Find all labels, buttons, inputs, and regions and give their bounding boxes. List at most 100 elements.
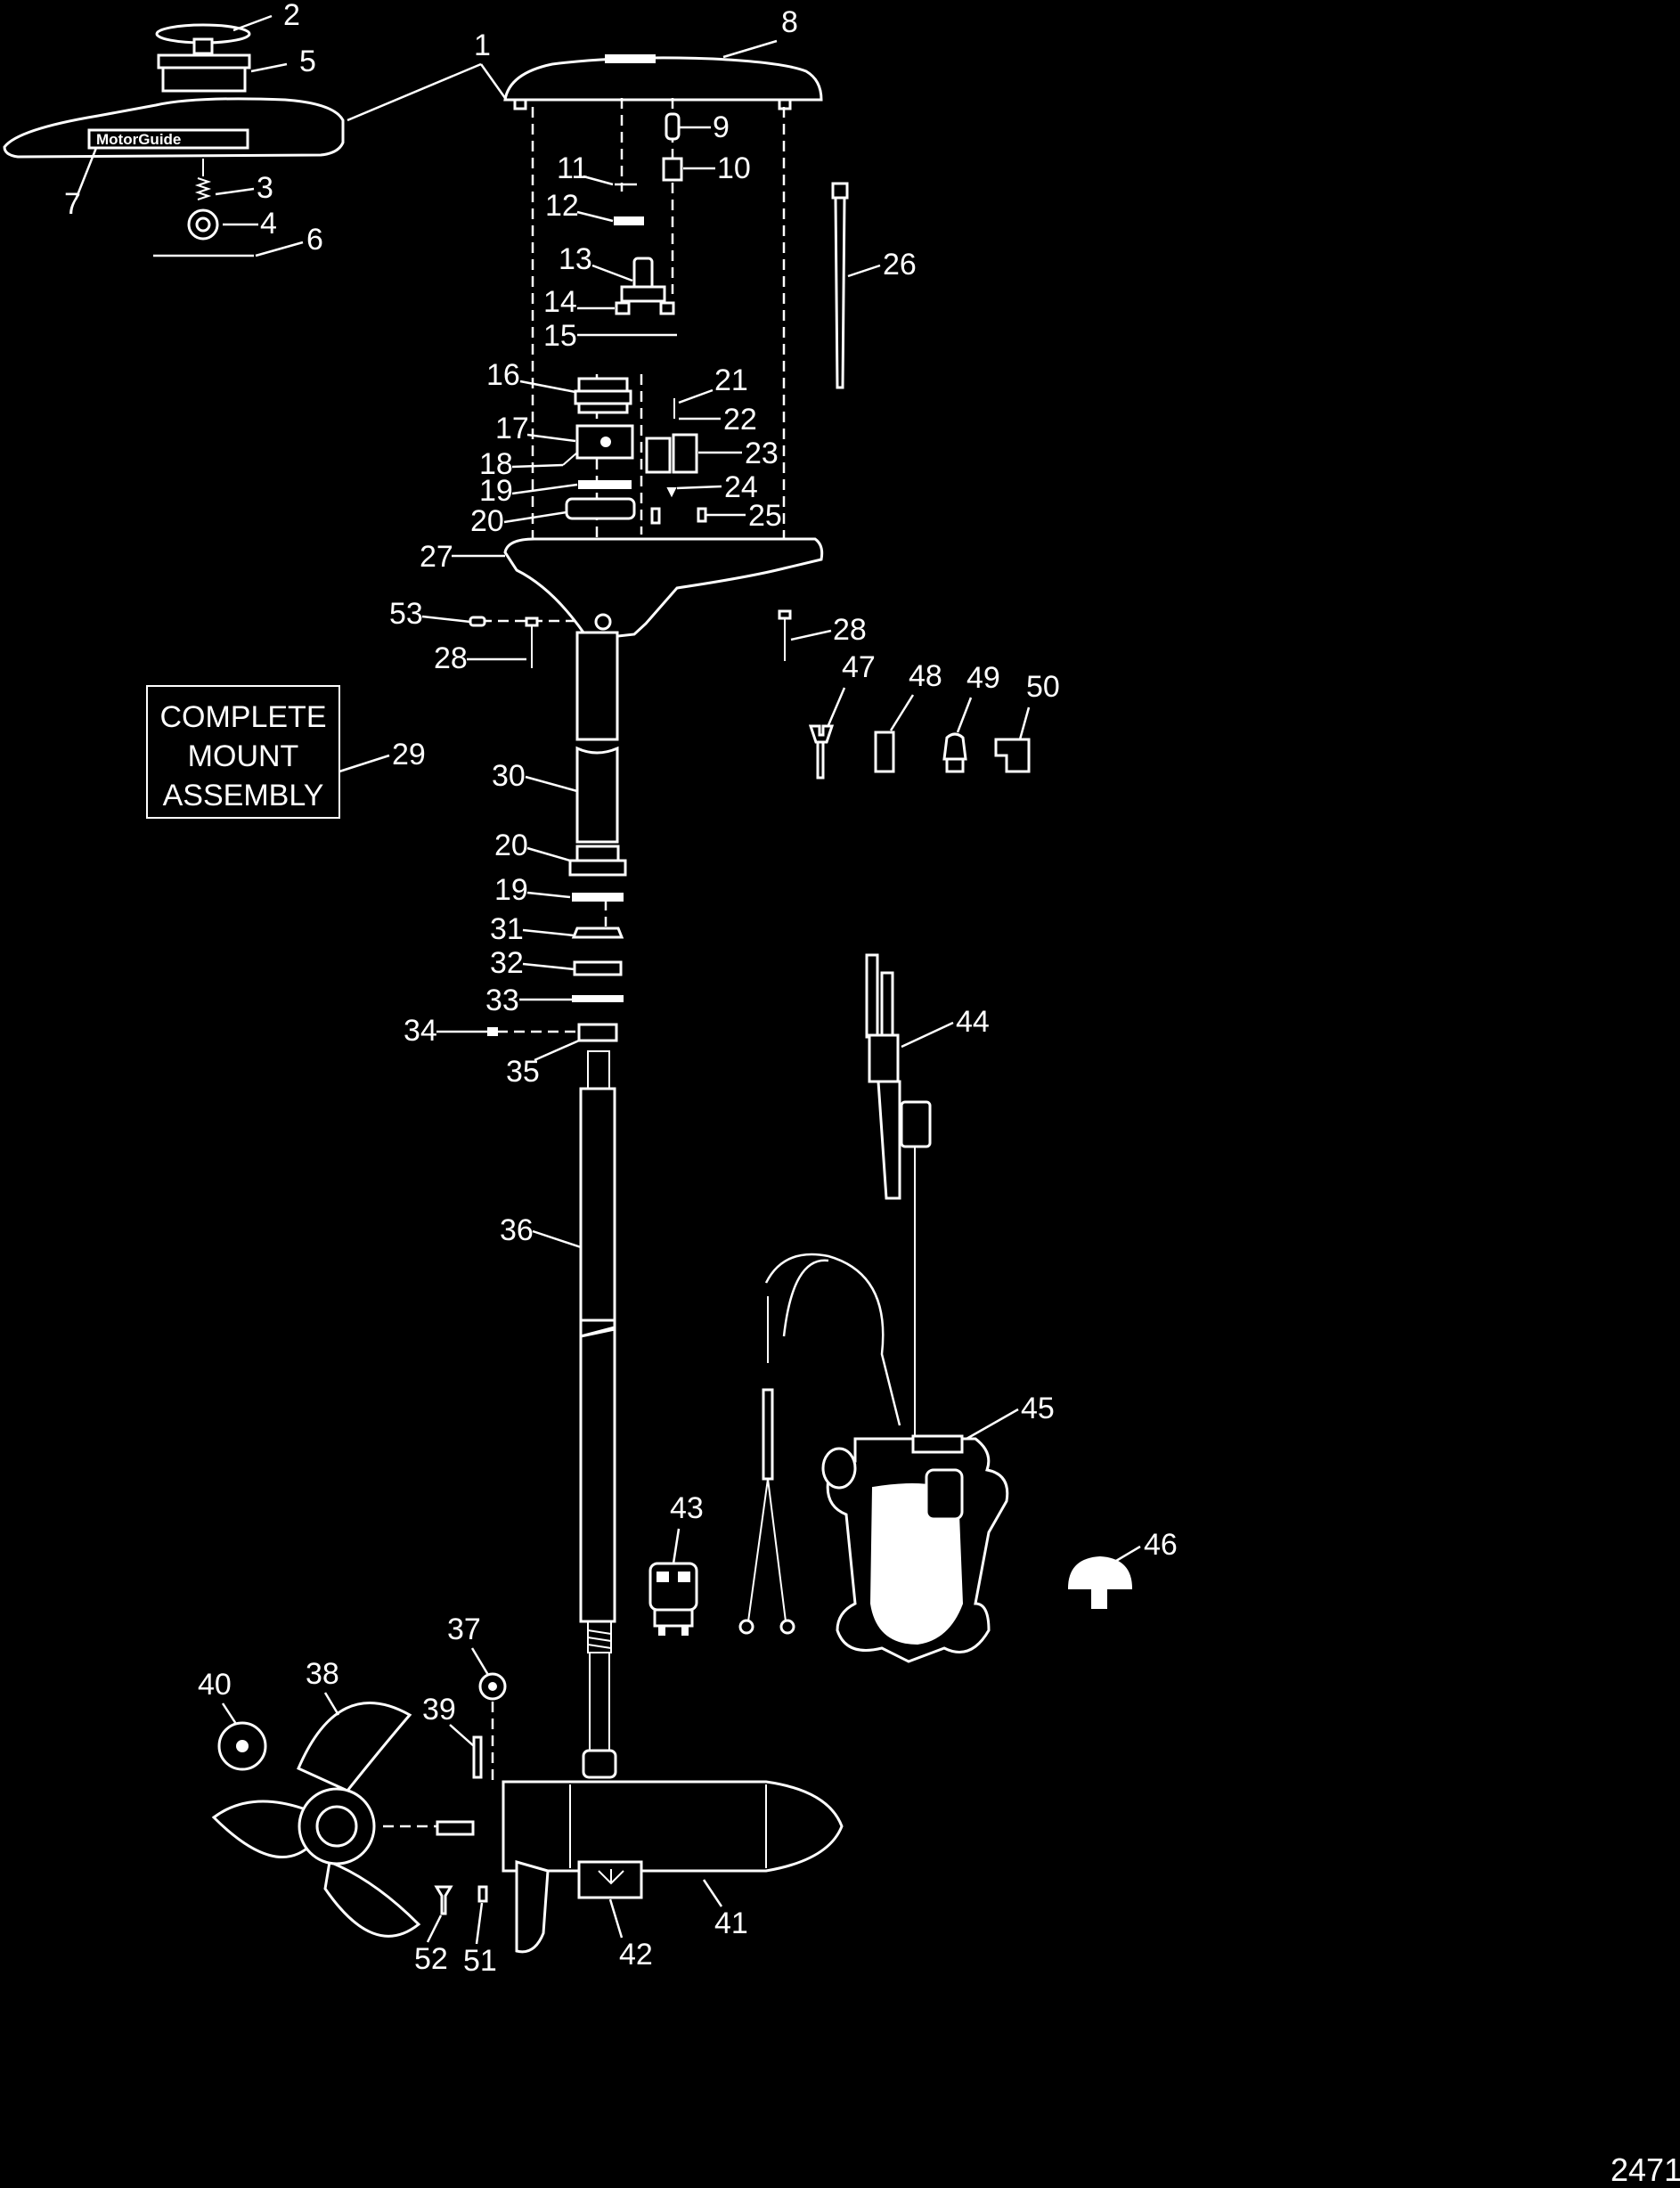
callout-leader-45: [966, 1408, 1019, 1441]
callout-40: 40: [198, 1668, 232, 1702]
callout-leader-20b: [526, 846, 571, 862]
callout-leader-20a: [503, 510, 567, 524]
callout-leader-37: [470, 1647, 490, 1676]
head-internals: [562, 112, 707, 525]
callout-leader-53: [421, 615, 471, 624]
callout-leader-47: [827, 687, 846, 726]
callout-32: 32: [490, 946, 524, 980]
callout-leader-1: [479, 63, 507, 99]
callout-leader-26: [847, 264, 881, 278]
callout-leader-28b: [790, 629, 832, 641]
callout-leader-50: [1018, 706, 1031, 740]
callout-38: 38: [306, 1657, 339, 1691]
connectors: [808, 724, 1031, 780]
callout-leader-18: [511, 463, 564, 469]
callout-19a: 19: [479, 474, 513, 508]
callout-20b: 20: [494, 829, 528, 862]
complete-mount-assembly-box: COMPLETE MOUNT ASSEMBLY: [146, 685, 340, 819]
main-shaft: [579, 1050, 617, 1779]
callout-25: 25: [748, 499, 782, 533]
callout-35: 35: [506, 1055, 540, 1089]
callout-9: 9: [713, 110, 730, 144]
callout-4: 4: [260, 207, 277, 241]
callout-leader-19b: [526, 891, 571, 899]
callout-leader-13: [591, 264, 633, 282]
callout-leader-43: [672, 1528, 681, 1564]
callout-41: 41: [714, 1906, 748, 1940]
callout-43: 43: [670, 1491, 704, 1525]
callout-45: 45: [1021, 1392, 1055, 1425]
foot-pedal-assembly: [738, 953, 1009, 1663]
callout-16: 16: [486, 358, 520, 392]
callout-28b: 28: [833, 613, 867, 647]
callout-leader-17: [526, 433, 576, 443]
callout-leader-30: [525, 775, 578, 793]
callout-leader-40: [221, 1702, 238, 1725]
callout-26: 26: [883, 248, 917, 282]
callout-leader-42: [608, 1898, 624, 1939]
callout-42: 42: [619, 1938, 653, 1972]
callout-37: 37: [447, 1612, 481, 1646]
callout-11: 11: [557, 151, 588, 185]
callout-leader-2: [232, 14, 273, 32]
drawing-number: 24711: [1611, 2151, 1680, 2188]
callout-50: 50: [1026, 670, 1060, 704]
callout-20a: 20: [470, 504, 504, 538]
callout-14: 14: [543, 285, 577, 319]
callout-8: 8: [781, 5, 798, 39]
prop-hardware: [217, 1672, 507, 1915]
callout-7: 7: [64, 187, 81, 221]
callout-10: 10: [717, 151, 751, 185]
propeller: [211, 1702, 421, 1938]
callout-29: 29: [392, 738, 426, 772]
callout-leader-1: [347, 62, 482, 122]
callout-3: 3: [257, 171, 273, 205]
callout-5: 5: [299, 45, 316, 78]
callout-leader-19a: [511, 483, 578, 495]
callout-31: 31: [490, 912, 524, 946]
callout-leader-21: [678, 388, 714, 404]
mount-base: [503, 537, 824, 639]
callout-48: 48: [909, 659, 942, 693]
callout-17: 17: [495, 412, 529, 445]
callout-leader-8: [722, 39, 778, 59]
callout-47: 47: [842, 650, 876, 684]
callout-2: 2: [283, 0, 300, 32]
callout-12: 12: [545, 189, 579, 223]
callout-leader-12: [576, 210, 614, 223]
callout-leader-6: [255, 241, 304, 257]
callout-33: 33: [485, 984, 519, 1017]
callout-13: 13: [559, 242, 592, 276]
callout-46: 46: [1144, 1528, 1178, 1562]
callout-leader-49: [956, 697, 973, 733]
callout-53: 53: [389, 597, 423, 631]
callout-leader-16: [519, 380, 576, 394]
head-cover-left: MotorGuide: [3, 23, 345, 257]
callout-21: 21: [714, 363, 748, 397]
callout-19b: 19: [494, 873, 528, 907]
callout-leader-32: [522, 962, 575, 971]
callout-39: 39: [422, 1693, 456, 1727]
callout-leader-52: [426, 1914, 443, 1943]
callout-leader-38: [323, 1692, 340, 1716]
callout-30: 30: [492, 759, 526, 793]
callout-leader-5: [250, 62, 288, 73]
callout-34: 34: [404, 1014, 437, 1048]
callout-51: 51: [463, 1944, 497, 1978]
cap-part: [1067, 1555, 1133, 1609]
mount-box-line-1: COMPLETE: [159, 700, 326, 734]
upper-shaft: [575, 631, 619, 844]
callout-leader-39: [449, 1724, 475, 1747]
callout-44: 44: [956, 1005, 990, 1039]
callout-18: 18: [479, 447, 513, 481]
callout-leader-3: [215, 187, 255, 196]
callout-23: 23: [745, 437, 779, 470]
top-head-cover: [503, 54, 823, 110]
callout-6: 6: [306, 223, 323, 257]
callout-leader-46: [1111, 1545, 1141, 1565]
mount-box-line-3: ASSEMBLY: [163, 779, 324, 812]
callout-leader-11: [583, 175, 614, 186]
circuit-breaker: [648, 1562, 698, 1636]
